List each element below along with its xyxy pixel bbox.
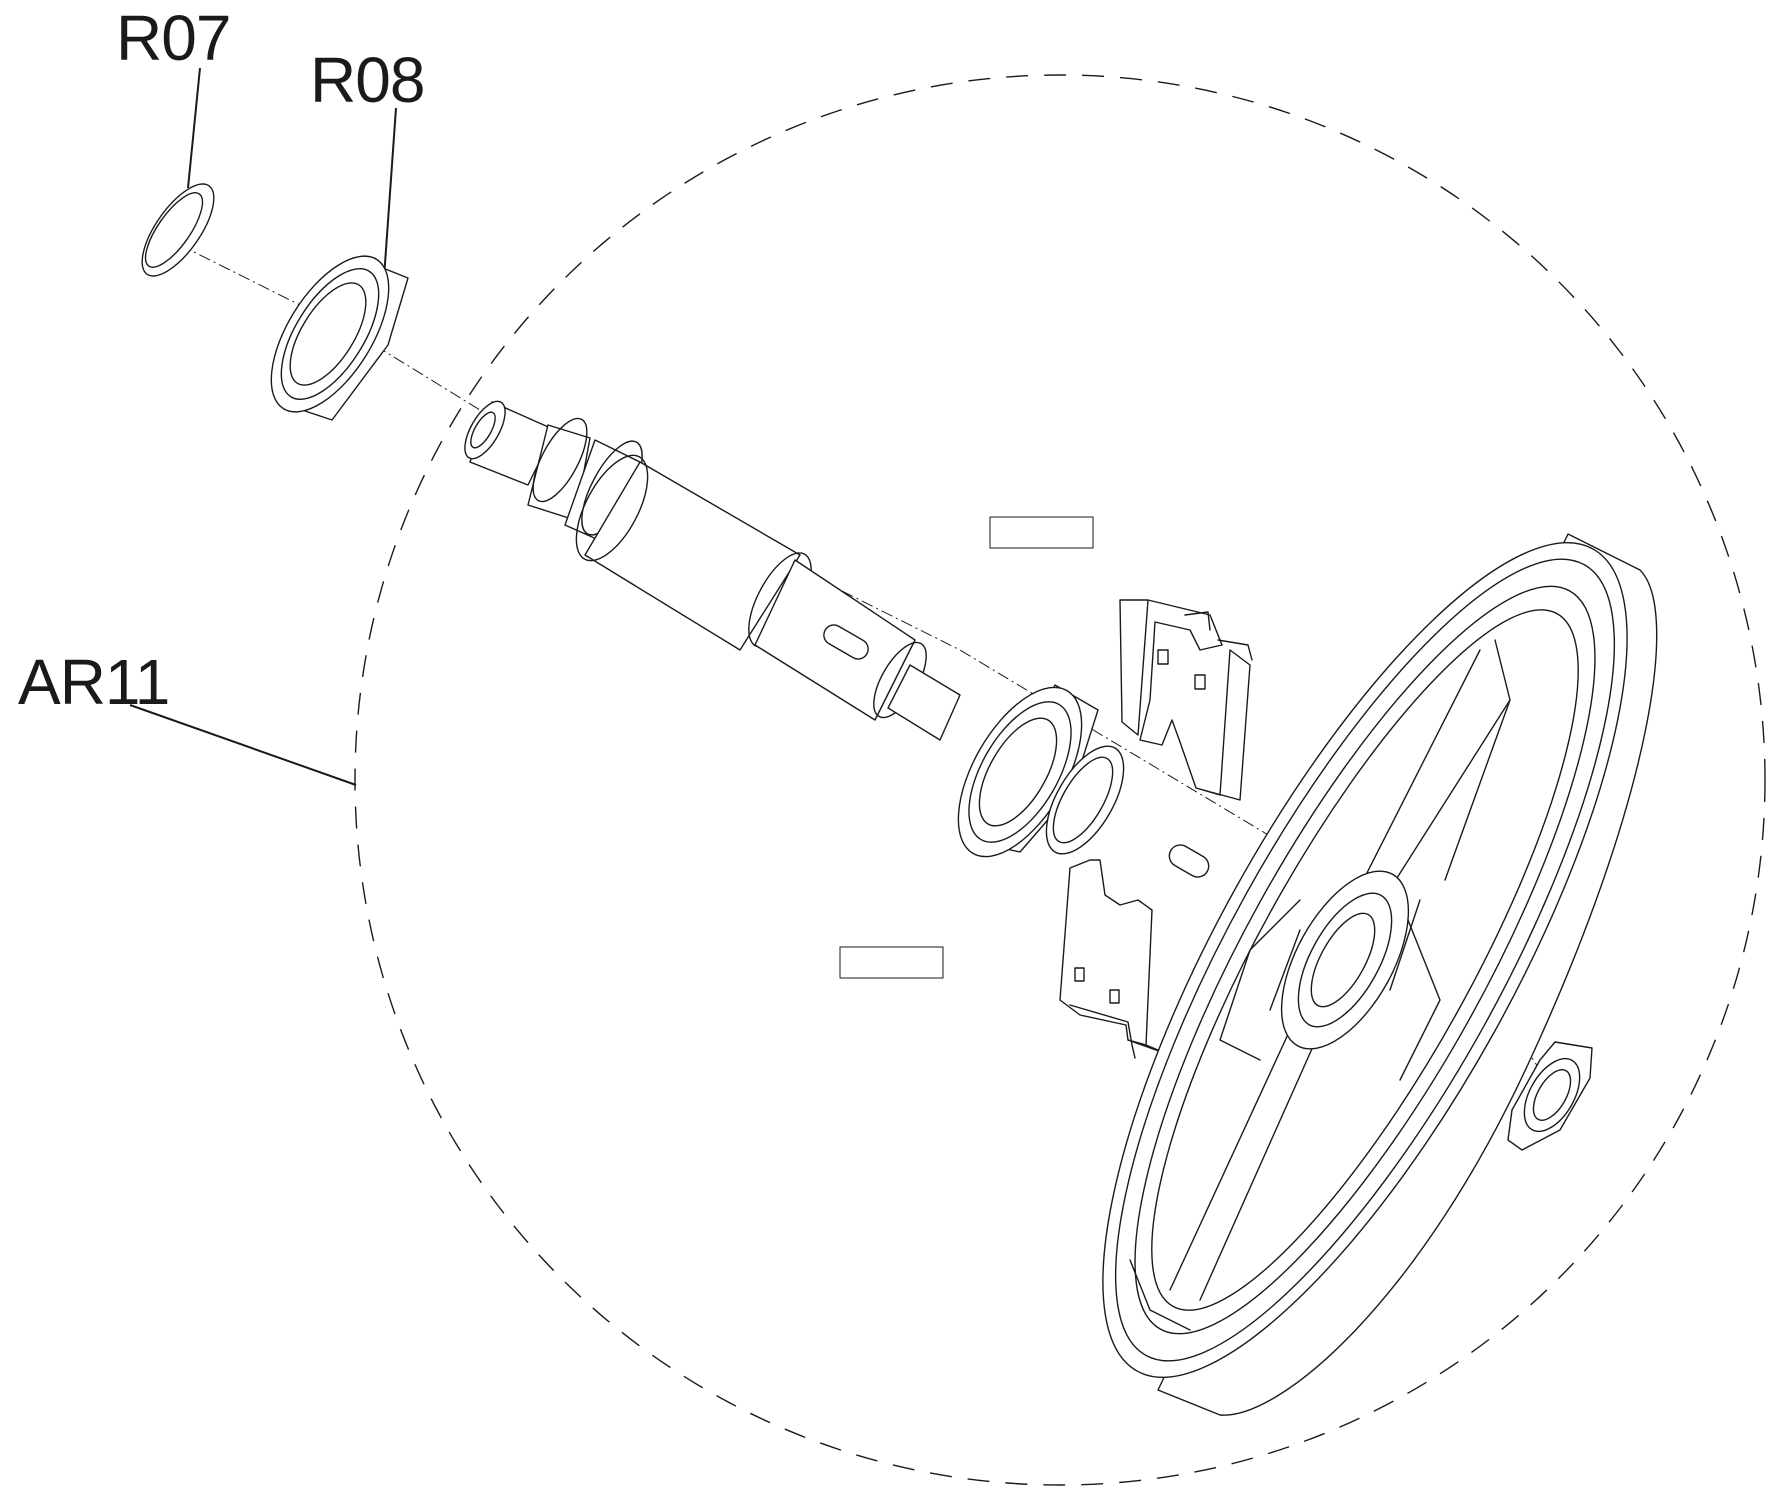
callout-label-r08: R08 (310, 44, 425, 116)
label-box-lower (839, 946, 944, 979)
washer-r07 (141, 183, 215, 277)
callout-label-r07: R07 (116, 2, 231, 74)
leader-line-r07 (187, 67, 201, 189)
shaft (464, 400, 961, 741)
bracket-lower (1059, 859, 1171, 1059)
callout-label-ar11: AR11 (18, 646, 170, 718)
bearing-lower (957, 684, 1099, 858)
washer-lower (1045, 745, 1125, 855)
detail-boundary-circle (354, 74, 1766, 1486)
pulley-wheel (1102, 533, 1658, 1416)
leader-line-ar11 (129, 704, 357, 786)
key (1168, 844, 1210, 878)
bracket-upper (1119, 599, 1253, 801)
hex-nut (1507, 1041, 1593, 1151)
bearing-r08 (270, 255, 409, 421)
label-box-upper (989, 516, 1094, 549)
leader-line-r08 (382, 107, 397, 293)
